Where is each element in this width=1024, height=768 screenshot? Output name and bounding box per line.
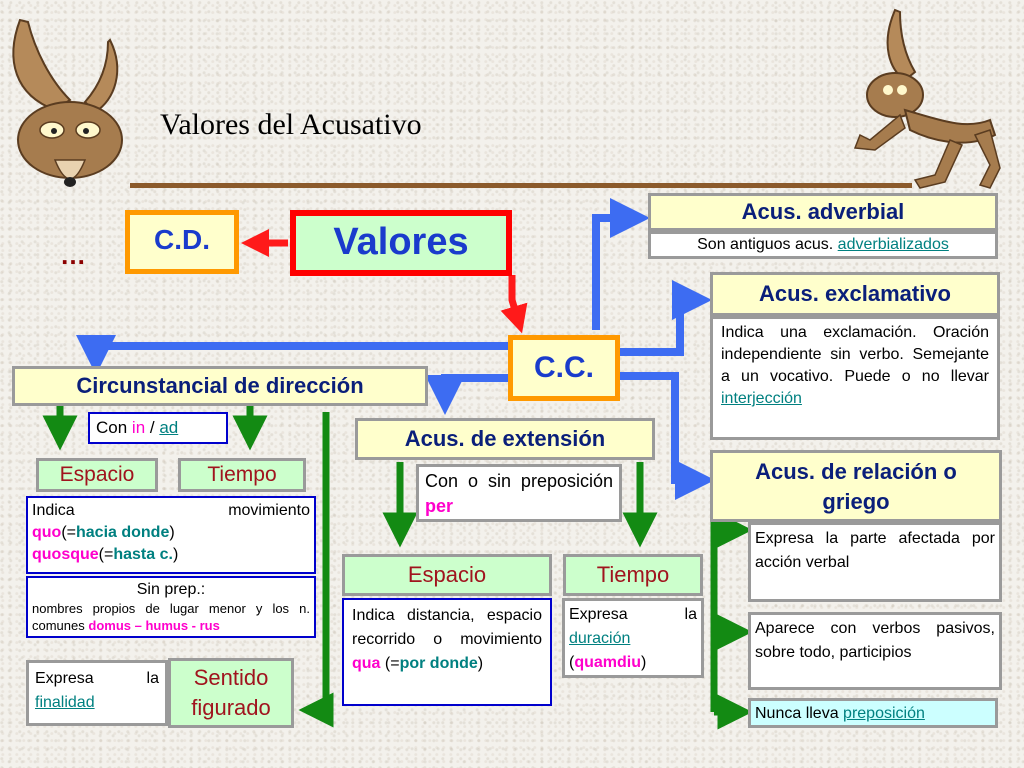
direccion-finalidad-link[interactable]: finalidad	[35, 694, 95, 711]
red-arrows	[241, 229, 528, 334]
direccion-sentido-box: Sentido figurado	[168, 658, 294, 728]
extension-tiempo-desc: Expresa la	[569, 606, 697, 623]
coyote-running-illustration	[853, 8, 1001, 189]
extension-title-box: Acus. de extensión	[355, 418, 655, 460]
direccion-in: in	[131, 418, 146, 437]
direccion-nombres-line: nombres propios de lugar menor y los n. …	[32, 600, 310, 634]
title-rule	[130, 183, 912, 188]
direccion-title: Circunstancial de dirección	[76, 373, 364, 398]
direccion-close1: )	[169, 524, 175, 541]
cd-box: C.D.	[125, 210, 239, 274]
extension-espacio-desc-box: Indica distancia, espacio recorrido o mo…	[342, 598, 552, 706]
direccion-quo: quo	[32, 524, 62, 541]
extension-prep-word: per	[425, 496, 454, 516]
relacion-item2-box: Aparece con verbos pasivos, sobre todo, …	[748, 612, 1002, 690]
extension-tiempo-close: )	[641, 654, 647, 671]
exclamativo-title-box: Acus. exclamativo	[710, 272, 1000, 316]
direccion-eq1: (=	[61, 524, 76, 541]
direccion-finalidad-text: Expresa la	[35, 670, 159, 687]
exclamativo-title: Acus. exclamativo	[759, 281, 951, 306]
adverbial-desc: Son antiguos acus.	[697, 236, 838, 253]
direccion-espacio: Espacio	[59, 463, 135, 486]
direccion-hacia: hacia donde	[76, 524, 170, 541]
extension-espacio-close: )	[477, 655, 484, 672]
extension-espacio-desc: Indica distancia, espacio recorrido o mo…	[352, 607, 542, 648]
adverbial-desc-box: Son antiguos acus. adverbializados	[648, 231, 998, 259]
green-arrows	[42, 402, 753, 730]
direccion-domus: domus – humus - rus	[88, 618, 220, 633]
direccion-mov-label: Indica movimiento	[32, 502, 310, 519]
direccion-ad[interactable]: ad	[159, 418, 179, 437]
relacion-item3-link[interactable]: preposición	[843, 705, 925, 722]
exclamativo-link[interactable]: interjección	[721, 390, 802, 407]
direccion-tiempo-box: Tiempo	[178, 458, 306, 492]
direccion-con: Con	[96, 418, 132, 437]
exclamativo-desc-box: Indica una exclamación. Oración independ…	[710, 316, 1000, 440]
adverbial-title-box: Acus. adverbial	[648, 193, 998, 231]
adverbial-title: Acus. adverbial	[741, 199, 905, 224]
direccion-close2: )	[172, 546, 179, 563]
relacion-item3-box: Nunca lleva preposición	[748, 698, 998, 728]
direccion-sinprep-box: Sin prep.: nombres propios de lugar meno…	[26, 576, 316, 638]
extension-tiempo-quam: quamdiu	[574, 654, 641, 671]
extension-tiempo: Tiempo	[596, 562, 670, 587]
direccion-movimiento-box: Indica movimiento quo(=hacia donde) quos…	[26, 496, 316, 574]
ellipsis: …	[60, 240, 86, 270]
relacion-title: Acus. de relación o griego	[755, 459, 957, 514]
extension-espacio-eq: (=	[384, 655, 400, 672]
direccion-sinprep: Sin prep.:	[136, 581, 206, 598]
relacion-item2: Aparece con verbos pasivos, sobre todo, …	[755, 620, 995, 661]
relacion-item1: Expresa la parte afectada por acción ver…	[755, 530, 995, 571]
relacion-title-box: Acus. de relación o griego	[710, 450, 1002, 522]
coyote-face-illustration	[12, 18, 123, 187]
direccion-quosque: quosque	[32, 546, 99, 563]
extension-espacio: Espacio	[407, 562, 487, 587]
cc-box: C.C.	[508, 335, 620, 401]
relacion-item3: Nunca lleva	[755, 705, 844, 722]
adverbial-link[interactable]: adverbializados	[837, 236, 949, 253]
direccion-eq2: (=	[98, 546, 114, 563]
direccion-espacio-box: Espacio	[36, 458, 158, 492]
extension-tiempo-desc-box: Expresa la duración (quamdiu)	[562, 598, 704, 678]
direccion-slash: /	[145, 418, 160, 437]
exclamativo-desc: Indica una exclamación. Oración independ…	[721, 324, 989, 385]
extension-title: Acus. de extensión	[404, 426, 606, 451]
valores-box: Valores	[290, 210, 512, 276]
direccion-title-box: Circunstancial de dirección	[12, 366, 428, 406]
direccion-sentido: Sentido figurado	[191, 665, 271, 720]
direccion-quosque-line: quosque(=hasta c.)	[32, 544, 310, 566]
cc-label: C.C.	[534, 351, 594, 384]
extension-espacio-por: por donde	[399, 655, 478, 672]
extension-espacio-qua: qua	[352, 655, 381, 672]
extension-tiempo-open: (	[569, 654, 575, 671]
cd-label: C.D.	[154, 224, 210, 255]
direccion-quo-line: quo(=hacia donde)	[32, 522, 310, 544]
direccion-nombres: nombres propios de lugar menor y los n. …	[32, 601, 310, 633]
relacion-item1-box: Expresa la parte afectada por acción ver…	[748, 522, 1002, 602]
direccion-prep-box: Con in / ad	[88, 412, 228, 444]
extension-tiempo-link[interactable]: duración	[569, 630, 631, 647]
extension-tiempo-box: Tiempo	[563, 554, 703, 596]
direccion-finalidad-box: Expresa la finalidad	[26, 660, 168, 726]
page-title: Valores del Acusativo	[160, 108, 422, 141]
extension-prep-box: Con o sin preposición per	[416, 464, 622, 522]
direccion-tiempo: Tiempo	[207, 463, 277, 486]
blue-arrows	[76, 198, 715, 500]
direccion-hasta: hasta c.	[113, 546, 173, 563]
extension-espacio-box: Espacio	[342, 554, 552, 596]
valores-label: Valores	[333, 221, 469, 263]
extension-prep-text: Con o sin preposición	[425, 471, 613, 491]
